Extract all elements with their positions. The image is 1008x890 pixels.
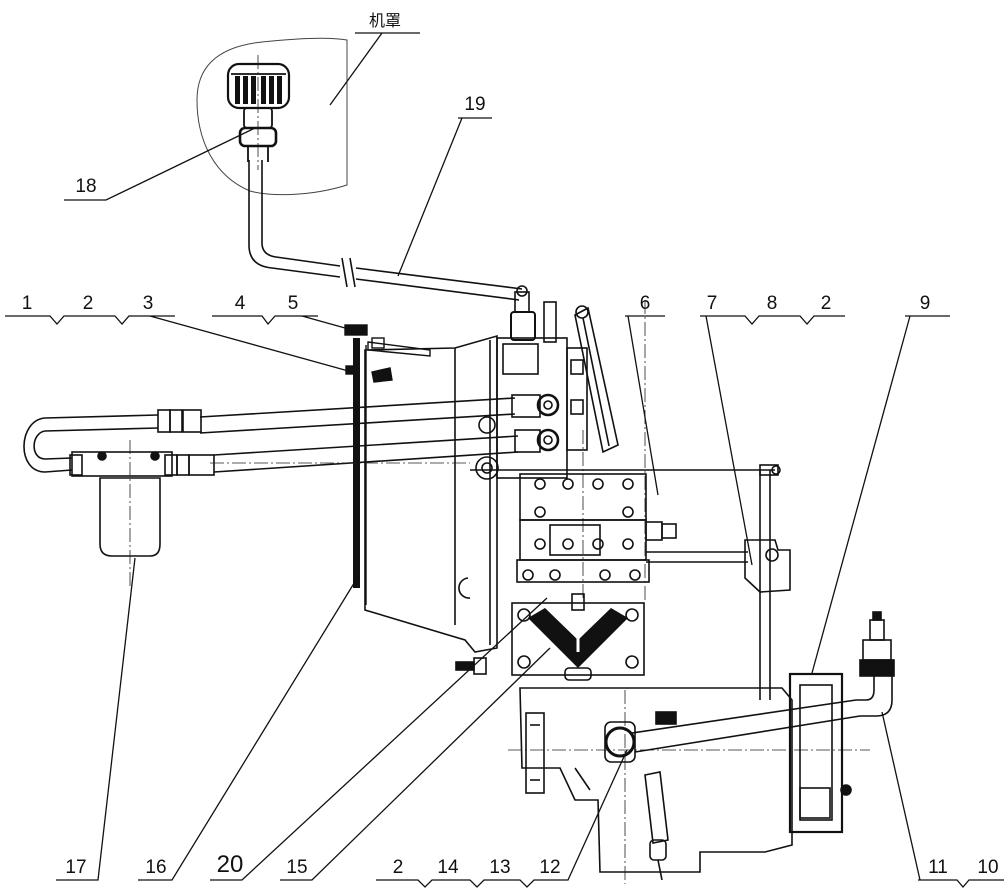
- linkage-bracket: [744, 539, 791, 593]
- label-2: 2: [83, 293, 94, 314]
- label-2c: 2: [393, 857, 404, 878]
- label-18: 18: [75, 176, 96, 197]
- right-filter: [788, 672, 852, 834]
- elbow-fitting: [856, 611, 895, 717]
- label-5: 5: [288, 293, 299, 314]
- drain-rod: [644, 771, 669, 881]
- label-8: 8: [767, 293, 778, 314]
- lower-block: [511, 593, 645, 681]
- leader-line: [881, 711, 1004, 888]
- label-1: 1: [22, 293, 33, 314]
- hose-loop: [23, 414, 159, 473]
- leader-line: [329, 32, 420, 106]
- label-15: 15: [286, 857, 307, 878]
- label-6: 6: [640, 293, 651, 314]
- leader-line: [397, 117, 492, 277]
- label-hood: 机罩: [369, 11, 401, 30]
- leader-line: [376, 749, 628, 888]
- label-4: 4: [235, 293, 246, 314]
- label-10: 10: [977, 857, 998, 878]
- label-3: 3: [143, 293, 154, 314]
- label-9: 9: [920, 293, 931, 314]
- pipe-break-mark: [341, 257, 356, 288]
- leader-line: [5, 315, 353, 373]
- leader-line: [210, 597, 548, 881]
- label-16: 16: [145, 857, 166, 878]
- breather-cap: [226, 55, 291, 170]
- filter-bowl: [99, 477, 161, 557]
- oil-filter: [69, 440, 173, 588]
- leader-line: [280, 647, 551, 881]
- leader-line: [56, 557, 136, 881]
- filter-head: [71, 451, 173, 477]
- label-7: 7: [707, 293, 718, 314]
- leader-line: [700, 315, 845, 566]
- leader-line: [625, 315, 665, 496]
- central-block: [496, 305, 619, 600]
- flange-plate: [344, 324, 431, 605]
- leader-line: [64, 127, 256, 201]
- label-2b: 2: [821, 293, 832, 314]
- vent-screw: [344, 324, 368, 336]
- breather-pipe: [248, 160, 557, 343]
- housing-body: [364, 334, 498, 653]
- label-20: 20: [217, 851, 244, 878]
- oil-hoses: [23, 393, 560, 476]
- label-13: 13: [489, 857, 510, 878]
- hood: [196, 37, 348, 196]
- label-12: 12: [539, 857, 560, 878]
- label-17: 17: [65, 857, 86, 878]
- hood-outline: [196, 37, 348, 196]
- lower-hose: [213, 435, 519, 473]
- return-pipe: [604, 699, 861, 763]
- main-housing: [364, 334, 499, 675]
- leader-line: [138, 579, 357, 881]
- control-lever: [574, 306, 619, 454]
- label-14: 14: [437, 857, 459, 878]
- leader-line: [811, 315, 950, 674]
- lower-housing: [508, 300, 870, 884]
- valve-block: [470, 469, 775, 583]
- label-19: 19: [464, 94, 485, 115]
- upper-hose: [199, 397, 516, 434]
- callouts: 机罩 19 18 1 2 3 4 5 6 7 8 2 9 17 16: [5, 11, 1004, 888]
- v-element: [528, 608, 628, 668]
- leader-line: [212, 315, 364, 334]
- label-11: 11: [928, 857, 948, 878]
- lever: [367, 341, 431, 357]
- linkage: [646, 464, 791, 700]
